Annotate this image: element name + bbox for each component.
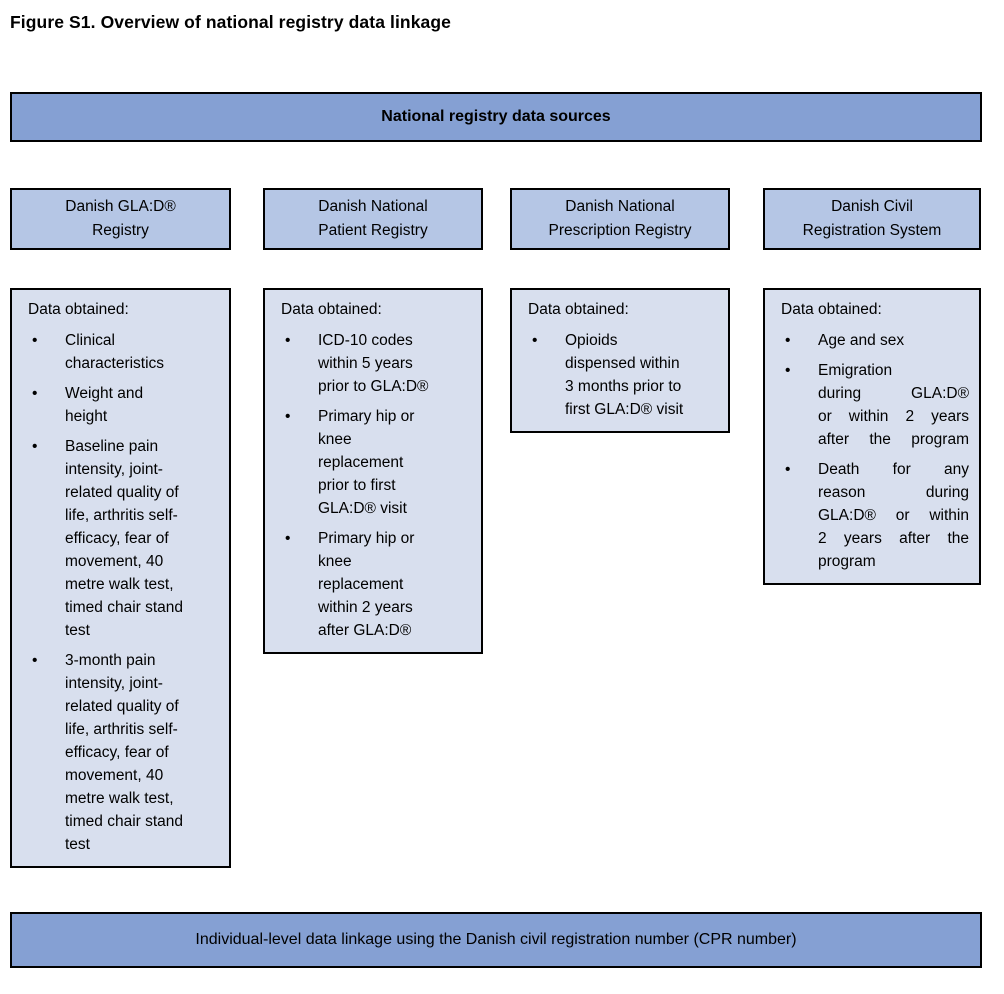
registry-label: Danish GLA:D® Registry [65,198,176,239]
data-obtained-title: Data obtained: [781,301,882,318]
linkage-band: Individual-level data linkage using the … [10,912,982,968]
data-item: Clinical characteristics [28,329,219,375]
header-band-label: National registry data sources [381,108,611,125]
registry-label: Danish National Prescription Registry [548,198,692,239]
linkage-band-label: Individual-level data linkage using the … [195,931,797,948]
data-items-list: Clinical characteristicsWeight and heigh… [28,329,219,856]
data-item: Primary hip or knee replacement within 2… [281,527,471,642]
registry-label: Danish National Patient Registry [318,198,428,239]
data-obtained-title: Data obtained: [528,301,629,318]
registry-box-national-prescription-registry: Danish National Prescription Registry [510,188,730,250]
figure-title: Figure S1. Overview of national registry… [10,12,451,32]
registry-label: Danish Civil Registration System [802,198,942,239]
header-band: National registry data sources [10,92,982,142]
data-item: Weight and height [28,382,219,428]
data-item: Emigration during GLA:D® or within 2 yea… [781,359,969,451]
data-item: Primary hip or knee replacement prior to… [281,405,471,520]
data-item: Opioids dispensed within 3 months prior … [528,329,718,421]
data-item: Death for any reason during GLA:D® or wi… [781,458,969,573]
registry-box-national-patient-registry: Danish National Patient Registry [263,188,483,250]
data-obtained-title: Data obtained: [281,301,382,318]
data-box-civil-registration-system: Data obtained: Age and sexEmigration duri… [763,288,981,585]
data-box-glad-registry: Data obtained: Clinical characteristicsWe… [10,288,231,868]
data-item: 3-month pain intensity, joint- related q… [28,649,219,856]
data-box-national-prescription-registry: Data obtained: Opioids dispensed within 3… [510,288,730,433]
data-obtained-title: Data obtained: [28,301,129,318]
data-item: Baseline pain intensity, joint- related … [28,435,219,642]
data-items-list: Opioids dispensed within 3 months prior … [528,329,718,421]
data-items-list: Age and sexEmigration during GLA:D® or w… [781,329,969,573]
registry-box-glad-registry: Danish GLA:D® Registry [10,188,231,250]
data-item: ICD-10 codes within 5 years prior to GLA… [281,329,471,398]
data-item: Age and sex [781,329,969,352]
data-box-national-patient-registry: Data obtained: ICD-10 codes within 5 year… [263,288,483,654]
data-items-list: ICD-10 codes within 5 years prior to GLA… [281,329,471,642]
registry-box-civil-registration-system: Danish Civil Registration System [763,188,981,250]
